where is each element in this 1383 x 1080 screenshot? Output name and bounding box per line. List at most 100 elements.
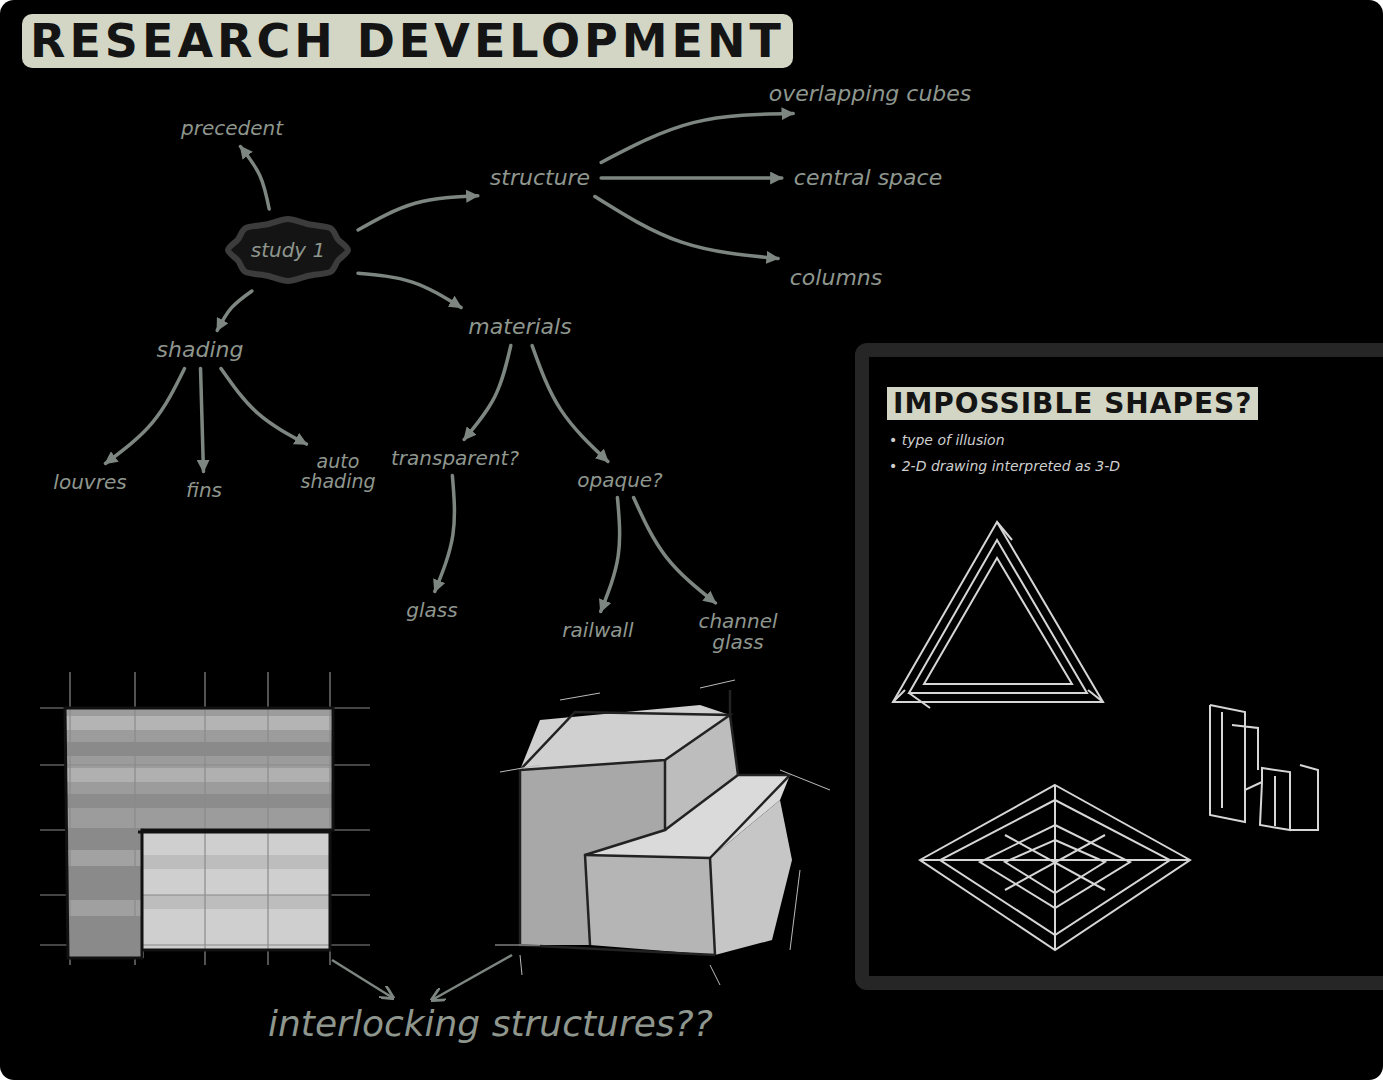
grid-line (69, 672, 70, 965)
mindmap-term: railwall (556, 618, 639, 643)
mindmap-arrow (201, 369, 204, 472)
term-text: louvres (53, 472, 126, 493)
page-title: RESEARCH DEVELOPMENT (22, 14, 793, 68)
term-text: materials (468, 315, 571, 338)
grid-line (40, 944, 370, 945)
mindmap-term: glass (400, 598, 463, 623)
impossible-cube (920, 785, 1190, 950)
mindmap-term: louvres (47, 470, 132, 495)
cube-face (710, 800, 792, 955)
sketch-line (495, 680, 830, 985)
panel-note: • 2-D drawing interpreted as 3-D (889, 458, 1368, 474)
mindmap-term: auto shading (283, 450, 393, 494)
cube-face (585, 855, 715, 955)
mindmap-arrow (601, 498, 620, 612)
central-cloud: study 1 (223, 214, 353, 286)
mindmap-arrow (358, 273, 461, 307)
cube-edges (520, 690, 790, 955)
tone-fill (68, 828, 144, 958)
cube-edge (730, 690, 738, 775)
term-text: railwall (562, 620, 633, 641)
mindmap-term: materials (462, 313, 577, 340)
cube-edge (665, 775, 790, 858)
tone-band (68, 850, 144, 866)
mindmap-term: overlapping cubes (763, 80, 978, 107)
mindmap-term: transparent? (385, 446, 525, 471)
mindmap-term: central space (788, 164, 948, 191)
mindmap-term: columns (784, 264, 888, 291)
term-text: columns (790, 266, 882, 289)
mindmap-arrow (240, 147, 269, 210)
mindmap-arrow (105, 369, 184, 464)
term-text: precedent (181, 118, 283, 139)
mindmap-arrow (435, 476, 455, 592)
term-text: study 1 (251, 240, 326, 261)
term-text: overlapping cubes (769, 82, 972, 105)
outline (138, 832, 330, 950)
tone-band (142, 855, 330, 869)
impossible-cube (920, 785, 1190, 950)
mindmap-arrow (217, 291, 252, 330)
panel-heading: IMPOSSIBLE SHAPES? (887, 387, 1258, 420)
impossible-shapes (893, 522, 1318, 950)
term-text: fins (186, 480, 222, 501)
mindmap-arrow (221, 369, 306, 445)
tone-band (142, 895, 330, 909)
cloud-shape (228, 219, 348, 281)
grid-lines (40, 672, 370, 965)
sketch-lines (495, 680, 830, 985)
mindmap-term: shading (151, 336, 250, 363)
tone-band (65, 742, 333, 756)
mindmap-term: structure (484, 164, 596, 191)
tone-fill (65, 708, 333, 830)
term-text: central space (794, 166, 942, 189)
mindmap-arrow (532, 346, 608, 462)
tone-band (68, 900, 144, 916)
term-text: shading (157, 338, 244, 361)
term-text: transparent? (391, 448, 519, 469)
penrose-triangle (924, 558, 1072, 684)
grid-line (40, 894, 370, 895)
grid-line (267, 672, 268, 965)
penrose-triangle (893, 522, 1103, 702)
mindmap-arrow (595, 197, 778, 259)
penrose-joint (893, 522, 1103, 708)
leader-arrow (432, 955, 512, 1000)
mindmap-arrow (634, 498, 716, 604)
tone-fill (142, 833, 330, 950)
mindmap-term: fins (180, 478, 228, 503)
mindmap-arrow (601, 176, 782, 180)
term-text: auto shading (289, 452, 387, 492)
term-text: channel glass (684, 611, 792, 653)
leader-arrow (332, 960, 393, 998)
mindmap-term: channel glass (678, 609, 798, 655)
tone-band (65, 768, 333, 782)
tone-band (65, 716, 333, 730)
mindmap-arrow (358, 196, 478, 230)
term-text: glass (406, 600, 457, 621)
impossible-block (1210, 705, 1318, 830)
grid-line (204, 672, 205, 965)
panel-note: • type of illusion (889, 432, 1368, 448)
grid-elevation (40, 672, 370, 965)
grid-line (40, 764, 370, 765)
cube-edge (585, 855, 715, 955)
cube-edge (520, 712, 730, 955)
note-label: interlocking structures?? (268, 1003, 713, 1044)
term-text: structure (490, 166, 590, 189)
mindmap-arrow (464, 346, 511, 440)
mindmap-term: precedent (175, 116, 289, 141)
mindmap-arrow (601, 114, 793, 163)
grid-line (134, 672, 135, 965)
note-panel: IMPOSSIBLE SHAPES? • type of illusion • 2-… (855, 343, 1383, 990)
cube-edge (585, 760, 665, 945)
penrose-triangle (909, 540, 1087, 693)
term-text: opaque? (577, 470, 662, 491)
mindmap-term: opaque? (571, 468, 668, 493)
outline (65, 708, 333, 958)
